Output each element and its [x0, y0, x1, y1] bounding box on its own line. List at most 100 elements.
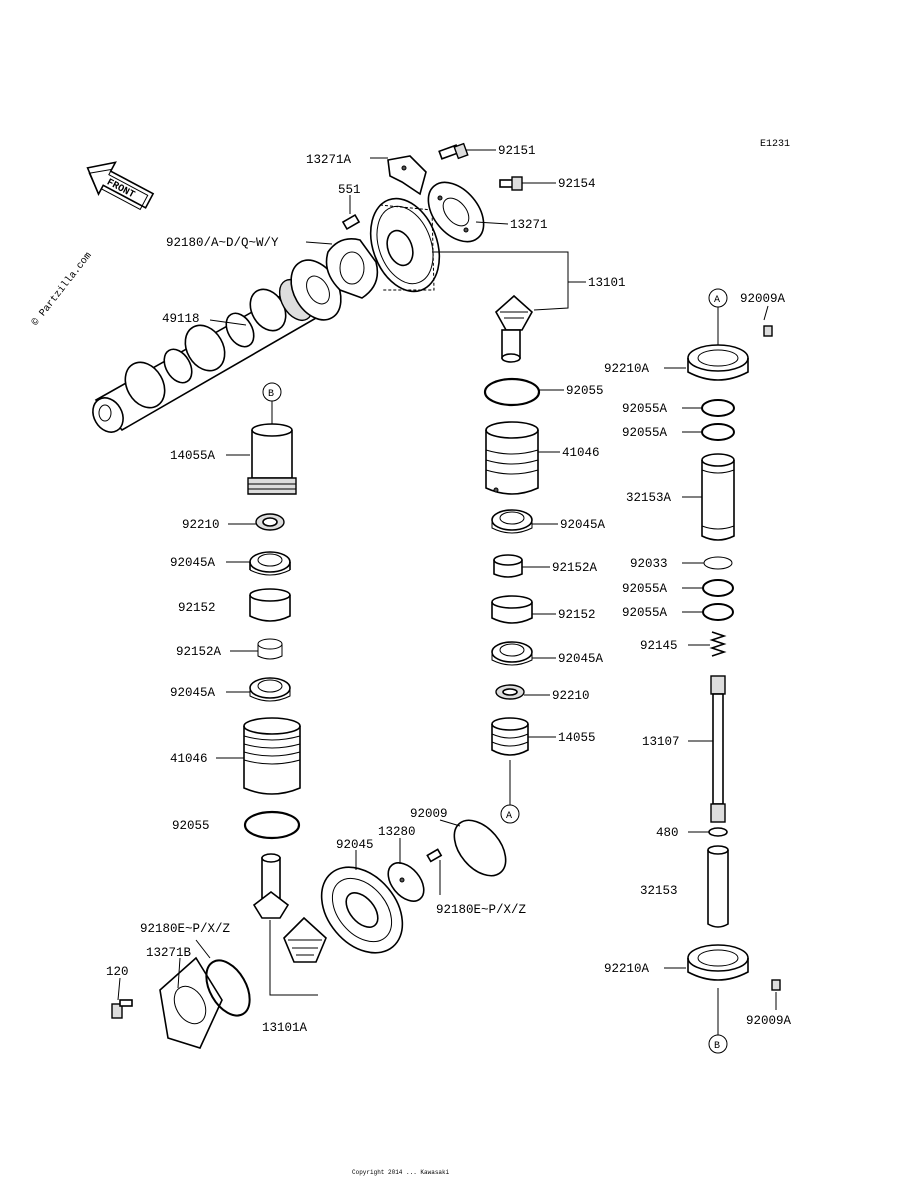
- label-92154: 92154: [558, 177, 596, 191]
- cover-13271B-icon: [159, 956, 223, 1049]
- label-92033: 92033: [630, 557, 668, 571]
- svg-text:A: A: [506, 811, 512, 822]
- label-13280: 13280: [378, 825, 416, 839]
- shaft-13107-icon: [710, 675, 726, 823]
- label-49118: 49118: [162, 312, 200, 326]
- housing-14055-icon: [491, 717, 529, 805]
- label-92210A-top: 92210A: [604, 362, 650, 376]
- oring-92055A-4-icon: [702, 603, 734, 621]
- bolt-120-icon: [111, 999, 133, 1019]
- label-13271B: 13271B: [146, 946, 192, 960]
- label-92009A-top: 92009A: [740, 292, 786, 306]
- ring-92152A-left-icon: [257, 638, 283, 660]
- label-14055: 14055: [558, 731, 596, 745]
- callout-b-bottom-icon: B: [708, 1034, 728, 1054]
- label-92055-top: 92055: [566, 384, 604, 398]
- housing-41046-right-icon: [485, 421, 539, 495]
- sleeve-32153-icon: [707, 845, 729, 928]
- bevel-gear-bottom-icon: [283, 916, 327, 963]
- label-92045: 92045: [336, 838, 374, 852]
- label-92152A-right: 92152A: [552, 561, 598, 575]
- callout-a-right-icon: A: [708, 288, 728, 345]
- label-92055A-4: 92055A: [622, 606, 668, 620]
- label-551: 551: [338, 183, 361, 197]
- label-92210-right: 92210: [552, 689, 590, 703]
- oring-92055-left-icon: [243, 810, 301, 840]
- bolt-92154-icon: [499, 176, 523, 191]
- nut-92210A-top-icon: [687, 344, 749, 381]
- oring-92055-top-icon: [483, 377, 541, 407]
- pinion-gear-icon: [494, 294, 534, 363]
- bolt-92151-icon: [438, 142, 469, 160]
- washer-480-icon: [708, 827, 728, 837]
- label-32153A: 32153A: [626, 491, 672, 505]
- leader-lines: [117, 149, 777, 1010]
- bearing-92045A-right-1-icon: [491, 509, 533, 534]
- label-480: 480: [656, 826, 679, 840]
- oring-92180E-left-icon: [205, 959, 251, 1017]
- label-92009: 92009: [410, 807, 448, 821]
- oring-92055A-3-icon: [702, 579, 734, 597]
- svg-text:B: B: [714, 1041, 720, 1052]
- label-92045A-right-1: 92045A: [560, 518, 606, 532]
- label-120: 120: [106, 965, 129, 979]
- label-92210A-bottom: 92210A: [604, 962, 650, 976]
- bolt-92180E-icon: [426, 848, 443, 863]
- nut-92210-left-icon: [255, 513, 285, 531]
- plate-13280-icon: [387, 862, 425, 902]
- bearing-92045A-right-2-icon: [491, 641, 533, 666]
- bracket-13271A-icon: [387, 155, 427, 196]
- pin-551-icon: [341, 213, 361, 231]
- label-13107: 13107: [642, 735, 680, 749]
- bearing-92045A-left-2-icon: [249, 677, 291, 702]
- label-92045A-right-2: 92045A: [558, 652, 604, 666]
- housing-41046-left-icon: [243, 717, 301, 795]
- sleeve-92152-left-icon: [249, 588, 291, 622]
- spring-92145-icon: [709, 631, 727, 657]
- front-arrow-icon: FRONT: [86, 161, 155, 211]
- label-14055A: 14055A: [170, 449, 216, 463]
- sleeve-92152-right-icon: [491, 595, 533, 624]
- label-92055-left: 92055: [172, 819, 210, 833]
- label-92152-left: 92152: [178, 601, 216, 615]
- oring-92009-icon: [453, 819, 507, 877]
- screw-92009A-bottom-icon: [771, 979, 781, 991]
- label-92210-left: 92210: [182, 518, 220, 532]
- label-92145: 92145: [640, 639, 678, 653]
- screw-92009A-top-icon: [763, 325, 773, 337]
- nut-92210-right-icon: [495, 684, 525, 700]
- plate-13271-icon: [427, 181, 485, 243]
- label-92055A-2: 92055A: [622, 426, 668, 440]
- nut-92210A-bottom-icon: [687, 944, 749, 1035]
- shaft-13101A-icon: [252, 853, 290, 919]
- label-92180-a-y: 92180/A~D/Q~W/Y: [166, 236, 279, 250]
- label-13271A: 13271A: [306, 153, 352, 167]
- bearing-92045-icon: [320, 866, 404, 954]
- label-92151: 92151: [498, 144, 536, 158]
- housing-14055A-icon: [247, 423, 297, 495]
- callout-a-mid-icon: A: [500, 804, 520, 824]
- footer-text: Copyright 2014 ... Kawasaki: [352, 1169, 450, 1176]
- diagram-code: E1231: [760, 139, 790, 150]
- sleeve-32153A-icon: [701, 453, 735, 541]
- bevel-gear-13101-icon: [369, 197, 441, 293]
- label-92180E-right: 92180E~P/X/Z: [436, 903, 527, 917]
- label-41046-right: 41046: [562, 446, 600, 460]
- watermark: © Partzilla.com: [30, 250, 95, 328]
- oring-92055A-2-icon: [701, 423, 735, 441]
- label-92055A-3: 92055A: [622, 582, 668, 596]
- label-41046-left: 41046: [170, 752, 208, 766]
- label-13101: 13101: [588, 276, 626, 290]
- label-13271: 13271: [510, 218, 548, 232]
- oring-92055A-1-icon: [701, 399, 735, 417]
- ring-92033-icon: [703, 556, 733, 570]
- label-92045A-left-1: 92045A: [170, 556, 216, 570]
- ring-92152A-right-icon: [493, 554, 523, 578]
- bearing-92045A-left-1-icon: [249, 551, 291, 576]
- camshaft-icon: [92, 259, 342, 433]
- callout-b-top-icon: B: [262, 382, 282, 425]
- label-92152A-left: 92152A: [176, 645, 222, 659]
- label-92180E-left: 92180E~P/X/Z: [140, 922, 231, 936]
- label-32153: 32153: [640, 884, 678, 898]
